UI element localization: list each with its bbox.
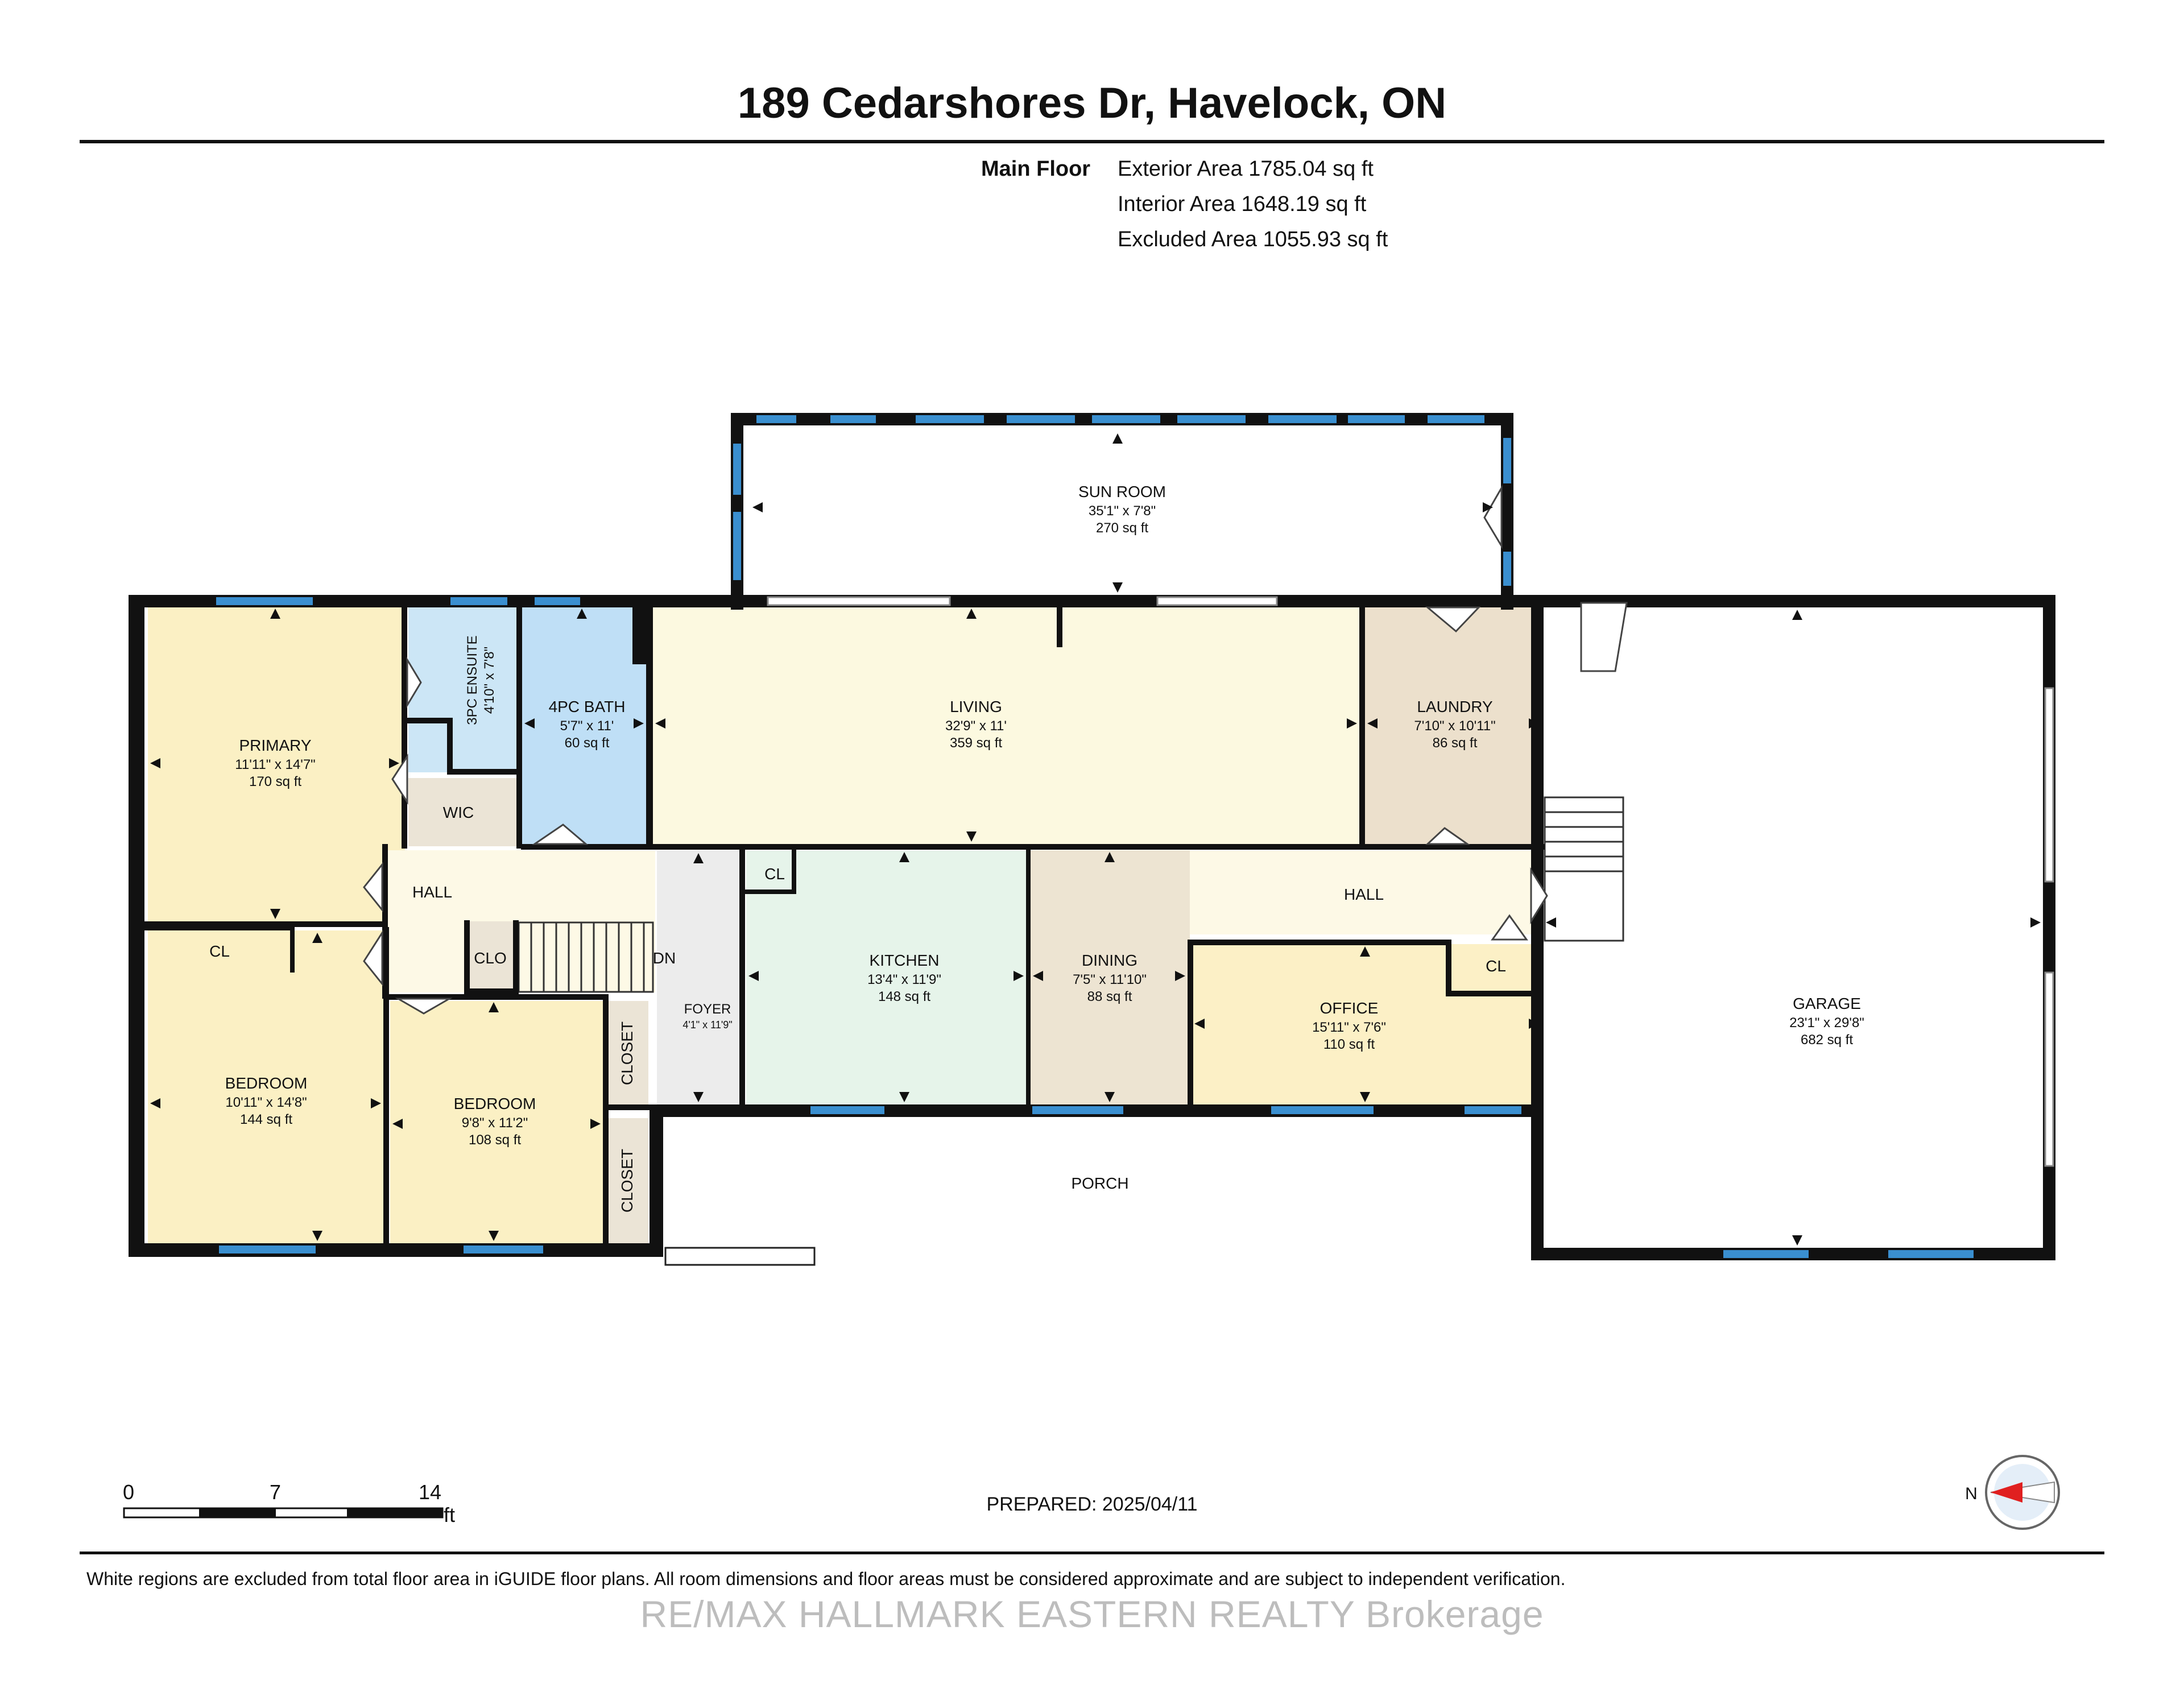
- closet1-name: CLOSET: [618, 1021, 636, 1085]
- office-dims: 15'11" x 7'6": [1312, 1020, 1386, 1035]
- ensuite-name: 3PC ENSUITE: [465, 635, 480, 725]
- bath-name: 4PC BATH: [549, 698, 626, 715]
- living-name: LIVING: [950, 698, 1002, 715]
- office-name: OFFICE: [1320, 999, 1379, 1017]
- garage-name: GARAGE: [1793, 995, 1861, 1012]
- exterior-area: Exterior Area 1785.04 sq ft: [1118, 157, 1374, 181]
- dining-name: DINING: [1082, 951, 1138, 969]
- dining-dims: 7'5" x 11'10": [1073, 972, 1147, 987]
- bedroom1-name: BEDROOM: [225, 1074, 308, 1092]
- hall-right-name: HALL: [1344, 886, 1384, 903]
- wic-fill: [408, 778, 520, 846]
- sunroom-dims: 35'1" x 7'8": [1089, 503, 1156, 519]
- wic-name: WIC: [443, 804, 474, 821]
- kitchen-fill: [746, 850, 1028, 1115]
- cl-office-name: CL: [1486, 957, 1506, 975]
- excluded-area: Excluded Area 1055.93 sq ft: [1118, 227, 1388, 251]
- primary-fill: [148, 607, 405, 925]
- clo-name: CLO: [474, 949, 507, 967]
- compass-north-label: N: [1965, 1484, 1978, 1503]
- bath-dims: 5'7" x 11': [560, 718, 614, 734]
- floor-name: Main Floor: [981, 157, 1091, 181]
- living-fill: [653, 607, 1360, 846]
- prepared-date: PREPARED: 2025/04/11: [986, 1493, 1198, 1515]
- page-title: 189 Cedarshores Dr, Havelock, ON: [737, 79, 1447, 127]
- dining-area: 88 sq ft: [1087, 989, 1132, 1004]
- garage-stairs: [1544, 796, 1624, 942]
- primary-dims: 11'11" x 14'7": [235, 757, 315, 772]
- clo-fill: [466, 921, 513, 992]
- scale-bar: 0 7 14 ft: [123, 1480, 455, 1526]
- top-rule: [80, 140, 2104, 143]
- ensuite-fill: [408, 607, 520, 772]
- primary-area: 170 sq ft: [249, 774, 301, 789]
- laundry-area: 86 sq ft: [1433, 735, 1478, 751]
- bedroom2-area: 108 sq ft: [469, 1132, 521, 1148]
- hall-right-fill: [1188, 850, 1541, 934]
- disclaimer: White regions are excluded from total fl…: [86, 1569, 1566, 1589]
- bath-fill: [522, 607, 646, 846]
- laundry-name: LAUNDRY: [1417, 698, 1493, 715]
- kitchen-name: KITCHEN: [870, 951, 940, 969]
- stairs: [518, 921, 654, 993]
- dining-fill: [1031, 850, 1190, 1115]
- office-fill: [1192, 944, 1541, 1115]
- foyer-name: FOYER: [684, 1002, 731, 1017]
- bedroom1-area: 144 sq ft: [240, 1112, 292, 1127]
- garage-dims: 23'1" x 29'8": [1789, 1015, 1864, 1031]
- bedroom1-dims: 10'11" x 14'8": [225, 1095, 307, 1110]
- room-fills: [148, 607, 1541, 1243]
- bath-area: 60 sq ft: [565, 735, 610, 751]
- bottom-rule: [80, 1552, 2104, 1554]
- dn-name: DN: [653, 949, 676, 967]
- laundry-fill: [1365, 607, 1541, 846]
- closet1-fill: [606, 1001, 648, 1104]
- living-area: 359 sq ft: [950, 735, 1002, 751]
- sunroom-name: SUN ROOM: [1078, 483, 1166, 500]
- cl-kitchen-name: CL: [764, 865, 785, 883]
- scale-tick-14: 14: [419, 1480, 441, 1504]
- hall-left-fill: [388, 850, 655, 992]
- foyer-dims: 4'1" x 11'9": [682, 1019, 732, 1031]
- closet2-fill: [606, 1118, 648, 1243]
- bedroom2-dims: 9'8" x 11'2": [462, 1115, 528, 1131]
- room-labels: SUN ROOM 35'1" x 7'8" 270 sq ft PRIMARY …: [209, 483, 1864, 1213]
- bedroom2-name: BEDROOM: [454, 1095, 536, 1112]
- windows: [216, 415, 1974, 1258]
- interior-area: Interior Area 1648.19 sq ft: [1118, 192, 1367, 216]
- bedroom2-fill: [390, 1001, 604, 1243]
- scale-tick-7: 7: [270, 1480, 281, 1504]
- kitchen-dims: 13'4" x 11'9": [867, 972, 941, 987]
- laundry-dims: 7'10" x 10'11": [1414, 718, 1495, 734]
- living-dims: 32'9" x 11': [945, 718, 1007, 734]
- scale-tick-0: 0: [123, 1480, 134, 1504]
- closet2-name: CLOSET: [618, 1149, 636, 1213]
- bedroom1-fill: [148, 930, 383, 1243]
- cl-primary-name: CL: [209, 942, 230, 960]
- door-swings: [363, 485, 1628, 1015]
- foyer-fill: [657, 850, 743, 1115]
- scale-unit: ft: [444, 1503, 455, 1526]
- sunroom-area: 270 sq ft: [1096, 520, 1148, 536]
- porch-name: PORCH: [1071, 1174, 1128, 1192]
- compass-icon: N: [1965, 1455, 2060, 1530]
- garage-area: 682 sq ft: [1801, 1032, 1853, 1048]
- door-tracks: [664, 596, 2054, 1266]
- ensuite-dims: 4'10" x 7'8": [482, 647, 497, 714]
- hall-left-name: HALL: [412, 883, 452, 901]
- office-area: 110 sq ft: [1323, 1037, 1375, 1052]
- watermark: RE/MAX HALLMARK EASTERN REALTY Brokerage: [640, 1593, 1544, 1635]
- kitchen-area: 148 sq ft: [878, 989, 930, 1004]
- primary-name: PRIMARY: [239, 737, 311, 754]
- dimension-arrows: [150, 433, 2041, 1246]
